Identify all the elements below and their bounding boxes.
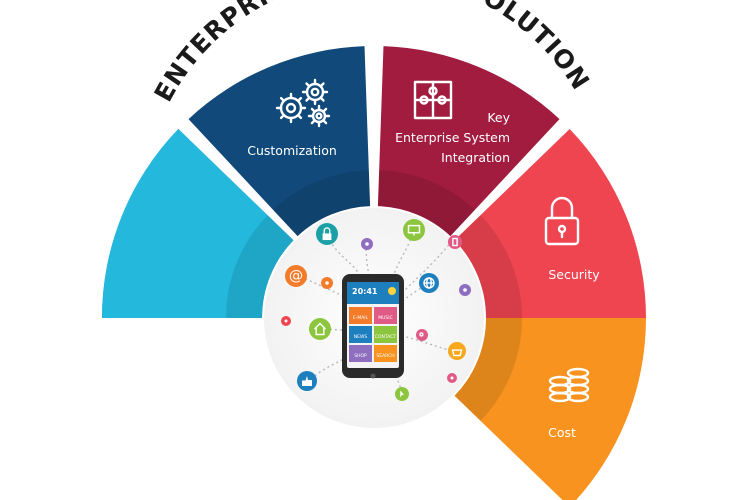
lock-icon bbox=[316, 223, 338, 245]
cloud-icon bbox=[321, 277, 333, 289]
svg-text:@: @ bbox=[289, 268, 303, 284]
monitor-icon bbox=[403, 219, 425, 241]
phone-tile-shop: SHOP bbox=[349, 345, 372, 362]
puzzle-icon bbox=[413, 80, 453, 120]
at-sign-icon: @ bbox=[285, 265, 307, 287]
basket-icon bbox=[448, 342, 466, 360]
thumbs-up-icon bbox=[297, 371, 317, 391]
diagram-title: ENTERPRISE MOBILITY SOLUTION bbox=[149, 0, 596, 106]
segment-customization: Customization bbox=[188, 46, 371, 237]
phone-clock-tile bbox=[347, 282, 399, 304]
svg-text:CONTACT: CONTACT bbox=[375, 334, 397, 340]
segment-security-inner-band bbox=[454, 215, 522, 318]
devices-icon bbox=[158, 338, 210, 372]
phone-tile-contact: CONTACT bbox=[374, 326, 397, 343]
phone-tile-search: SEARCH bbox=[374, 345, 397, 362]
svg-text:E-MAIL: E-MAIL bbox=[353, 315, 369, 321]
segment-cost-shape bbox=[454, 318, 646, 500]
svg-text:NEWS: NEWS bbox=[354, 334, 368, 340]
segment-cross-platform-inner-band bbox=[226, 215, 294, 318]
segment-customization-inner-band bbox=[273, 170, 371, 237]
gears-icon bbox=[275, 78, 331, 128]
search-icon bbox=[416, 329, 428, 341]
home-icon bbox=[309, 318, 331, 340]
coins-icon bbox=[548, 367, 590, 403]
cursor-icon bbox=[395, 387, 409, 401]
segment-cross-platform-shape bbox=[102, 129, 294, 318]
segment-security-label: Security bbox=[548, 267, 600, 282]
phone-time: 20:41 bbox=[352, 287, 378, 296]
svg-text:MUSIC: MUSIC bbox=[378, 315, 393, 321]
phone-tile-e-mail: E-MAIL bbox=[349, 307, 372, 324]
smartphone: 20:41 E-MAIL MUSIC NEWS CONTACT SHOP SEARCH bbox=[342, 274, 404, 379]
padlock-icon bbox=[544, 196, 580, 246]
phone-tile-music: MUSIC bbox=[374, 307, 397, 324]
segment-customization-label: Customization bbox=[247, 143, 337, 158]
segment-security-shape bbox=[454, 129, 646, 318]
phone-tiles: E-MAIL MUSIC NEWS CONTACT SHOP SEARCH bbox=[349, 307, 397, 362]
svg-text:SHOP: SHOP bbox=[354, 353, 367, 359]
phone-home-button bbox=[370, 373, 376, 379]
segment-cost-label: Cost bbox=[548, 425, 576, 440]
svg-text:SEARCH: SEARCH bbox=[376, 353, 394, 359]
pen-icon bbox=[459, 284, 471, 296]
segment-customization-shape bbox=[188, 46, 371, 237]
segment-integration-shape bbox=[377, 46, 560, 237]
segment-integration-inner-band bbox=[377, 170, 475, 237]
segment-security: Security bbox=[454, 129, 646, 318]
play-icon bbox=[447, 373, 457, 383]
segment-cost: Cost bbox=[454, 318, 646, 500]
rss-icon bbox=[361, 238, 373, 250]
globe-icon bbox=[419, 273, 439, 293]
phone-tile-news: NEWS bbox=[349, 326, 372, 343]
weather-sun-icon bbox=[388, 287, 396, 295]
chat-icon bbox=[281, 316, 291, 326]
notepad-icon bbox=[448, 235, 462, 249]
hub-icons-group: @ bbox=[281, 219, 471, 401]
segment-cost-inner-band bbox=[454, 318, 522, 421]
